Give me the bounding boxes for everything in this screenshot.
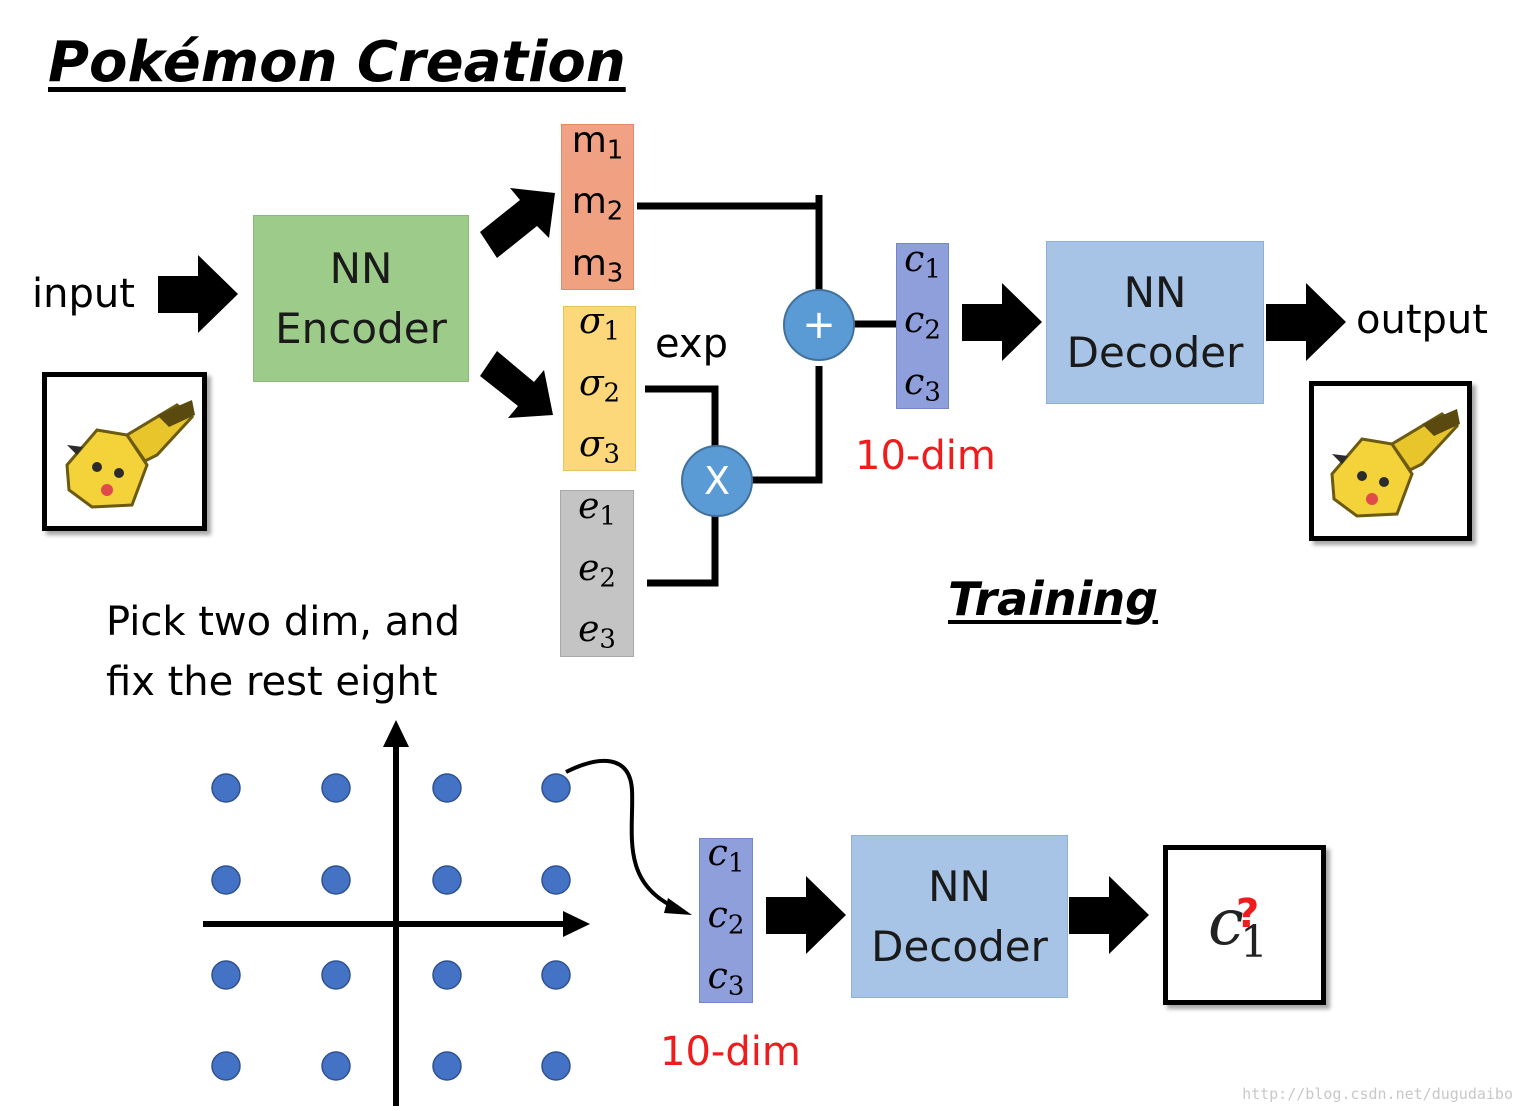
- result-glyph-letter: c: [1208, 886, 1244, 960]
- question-mark-icon: ?: [1236, 891, 1260, 937]
- latent-grid-point: [211, 1051, 241, 1081]
- line-sigma-to-times: [645, 385, 719, 446]
- code-top-c2: c2: [904, 300, 941, 346]
- pick-text-line2: fix the rest eight: [106, 659, 438, 705]
- mean-m1: m1: [571, 119, 624, 166]
- input-label: input: [32, 271, 135, 317]
- latent-grid-point: [541, 865, 571, 895]
- result-image-frame: c 1 ?: [1163, 845, 1326, 1005]
- latent-grid-point: [432, 865, 462, 895]
- decoder-bottom-line2: Decoder: [871, 921, 1048, 971]
- latent-grid-point: [541, 1051, 571, 1081]
- page-title: Pokémon Creation: [48, 30, 626, 95]
- watermark: http://blog.csdn.net/dugudaibo: [1242, 1085, 1513, 1103]
- latent-grid-point: [541, 773, 571, 803]
- result-glyph-subscript: 1: [1240, 917, 1268, 968]
- code-top-c3: c3: [904, 361, 941, 408]
- latent-grid-point: [321, 960, 351, 990]
- sigma-2: σ2: [578, 362, 621, 409]
- latent-grid-point: [432, 773, 462, 803]
- latent-grid-point: [211, 960, 241, 990]
- code-vector-bottom: c1 c2 c3: [699, 833, 753, 1003]
- exp-label: exp: [655, 321, 728, 367]
- line-mean-to-plus: [637, 202, 823, 290]
- pikachu-output-icon: [1330, 409, 1460, 518]
- arrow-input-to-encoder: [158, 255, 238, 333]
- input-image-frame: [42, 372, 207, 531]
- pick-pointer-curve: [565, 759, 673, 908]
- output-label: output: [1356, 297, 1488, 343]
- latent-grid-point: [432, 1051, 462, 1081]
- latent-grid-point: [541, 960, 571, 990]
- y-axis-arrowhead: [383, 720, 409, 747]
- plus-node: +: [783, 289, 855, 361]
- encoder-line2: Encoder: [275, 303, 447, 353]
- latent-grid-point: [211, 773, 241, 803]
- arrow-encoder-to-sigma: [480, 351, 553, 418]
- latent-grid-point: [321, 865, 351, 895]
- pick-pointer-arrowhead: [664, 898, 692, 915]
- output-image-frame: [1309, 381, 1472, 541]
- sigma-1: σ1: [578, 301, 621, 347]
- nn-decoder-bottom-box: NN Decoder: [851, 835, 1068, 998]
- latent-grid-point: [432, 960, 462, 990]
- latent-grid-point: [321, 1051, 351, 1081]
- dim-label-bottom: 10-dim: [660, 1029, 801, 1075]
- noise-vector: e1 e2 e3: [560, 486, 634, 657]
- latent-grid-point: [211, 865, 241, 895]
- mean-m3: m3: [571, 242, 624, 289]
- arrow-code2-to-decoder: [766, 876, 846, 954]
- pikachu-input-icon: [65, 400, 195, 509]
- training-label: Training: [948, 572, 1159, 626]
- arrow-encoder-to-mean: [480, 188, 555, 258]
- code-top-c1: c1: [904, 238, 941, 285]
- decoder-top-line1: NN: [1123, 267, 1187, 317]
- arrow-decoder-to-output: [1266, 283, 1346, 361]
- noise-e2: e2: [578, 547, 616, 594]
- sigma-vector: σ1 σ2 σ3: [563, 301, 636, 471]
- line-noise-to-times: [647, 512, 719, 587]
- x-axis-arrowhead: [563, 911, 590, 937]
- code-bottom-c2: c2: [707, 894, 745, 941]
- nn-decoder-top-box: NN Decoder: [1046, 241, 1264, 404]
- arrow-code-to-decoder: [962, 283, 1042, 361]
- times-node: X: [681, 445, 753, 517]
- pick-text-line1: Pick two dim, and: [106, 599, 460, 645]
- dim-label-top: 10-dim: [855, 433, 996, 479]
- mean-vector: m1 m2 m3: [561, 120, 634, 290]
- code-bottom-c3: c3: [707, 956, 745, 1002]
- decoder-bottom-line1: NN: [928, 861, 991, 911]
- latent-grid-point: [321, 773, 351, 803]
- code-vector-top: c1 c2 c3: [896, 239, 949, 409]
- arrow-decoder2-to-result: [1069, 876, 1149, 954]
- mean-m2: m2: [571, 181, 624, 227]
- nn-encoder-box: NN Encoder: [253, 215, 469, 382]
- code-bottom-c1: c1: [707, 833, 745, 879]
- noise-e1: e1: [578, 486, 616, 532]
- line-times-to-plus: [748, 366, 823, 484]
- encoder-line1: NN: [329, 243, 393, 293]
- decoder-top-line2: Decoder: [1066, 327, 1244, 377]
- sigma-3: σ3: [578, 424, 621, 470]
- noise-e3: e3: [578, 609, 616, 655]
